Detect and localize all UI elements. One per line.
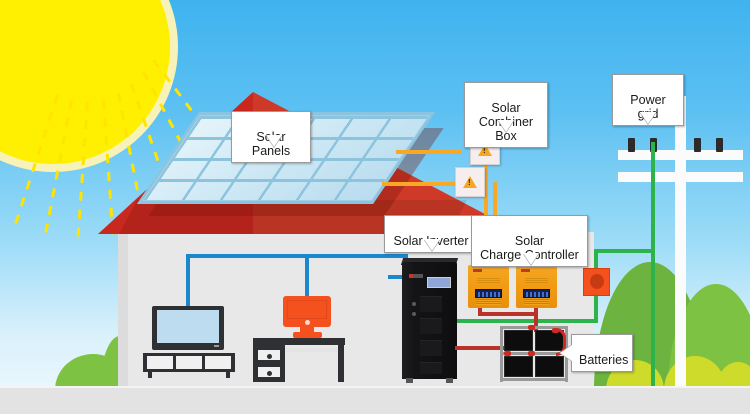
label-solar-combiner-box-text: Solar Combiner Box	[478, 101, 534, 143]
charge-controller-display[interactable]	[523, 289, 550, 298]
charge-controller-vent	[476, 299, 501, 305]
wire-disconnect-down	[594, 249, 598, 271]
wire-dc-cc1-down	[478, 308, 482, 316]
monitor-stand-base	[293, 332, 322, 338]
desk-top	[253, 338, 345, 345]
battery-terminal	[528, 325, 535, 330]
power-pole-mast	[675, 96, 686, 392]
wire-combiner-upper-down	[484, 150, 488, 242]
battery-cell	[504, 356, 533, 377]
inverter-brand-logo	[409, 274, 423, 278]
charge-controller-1[interactable]	[468, 265, 509, 308]
wire-dc-inverter-to-battery	[455, 346, 505, 350]
label-solar-charge-controller-tail	[523, 253, 539, 265]
wire-grid-to-disconnect	[594, 249, 653, 253]
label-solar-combiner-box-tail	[498, 120, 514, 132]
power-pole-crossarm-top	[618, 150, 743, 160]
label-batteries-tail	[560, 345, 572, 361]
wire-panel-to-combiner-lower	[382, 182, 462, 186]
wire-grid-drop	[651, 142, 655, 390]
battery-bank[interactable]	[500, 325, 568, 382]
label-solar-panels-tail	[266, 135, 282, 147]
wire-ac-to-tv	[186, 254, 190, 308]
battery-cell	[535, 356, 564, 377]
label-power-grid-tail	[640, 112, 656, 124]
desk-leg	[338, 345, 344, 382]
tv-stand-leg	[148, 372, 152, 378]
inverter-caster	[446, 378, 453, 383]
label-solar-inverter-tail	[424, 239, 440, 251]
wire-combiner-lower-run	[493, 182, 497, 186]
ground	[0, 388, 750, 414]
charge-controller-brand	[521, 269, 530, 272]
television-screen	[157, 310, 219, 343]
tv-stand-leg	[226, 372, 230, 378]
charge-controller-display[interactable]	[475, 289, 502, 298]
label-solar-panels[interactable]: Solar Panels	[231, 111, 311, 163]
computer-monitor-screen	[287, 300, 327, 319]
label-batteries-text: Batteries	[579, 353, 629, 367]
inverter-indicator	[412, 312, 416, 316]
monitor-indicator-icon	[305, 320, 310, 325]
battery-terminal	[528, 351, 535, 356]
monitor-stand-neck	[300, 327, 314, 333]
inverter-indicator	[412, 302, 416, 306]
house-wall-shadow	[118, 232, 128, 388]
charge-controller-vent	[524, 299, 549, 305]
battery-cell	[504, 330, 533, 351]
desk-drawer[interactable]	[257, 366, 281, 378]
television-led-icon	[214, 345, 219, 347]
battery-rack-bottom-bar	[500, 378, 568, 381]
inverter-caster	[406, 378, 413, 383]
tv-stand-shelves	[147, 356, 231, 369]
wire-combiner-lower-drop	[493, 182, 497, 242]
wire-disconnect-to-inverter-run	[455, 319, 598, 323]
ac-disconnect-switch[interactable]	[583, 268, 610, 296]
battery-terminal	[504, 351, 511, 356]
power-pole-crossarm-bottom	[618, 172, 743, 182]
inverter-vent	[420, 318, 442, 334]
wire-panel-to-combiner-upper	[396, 150, 462, 154]
wire-ac-to-monitor	[305, 254, 309, 298]
wire-disconnect-to-inverter-drop	[594, 292, 598, 322]
label-batteries[interactable]: Batteries	[571, 334, 633, 372]
insulator-icon	[628, 138, 635, 152]
inverter-vent	[420, 340, 442, 356]
charge-controller-2[interactable]	[516, 265, 557, 308]
battery-rack-leg	[500, 326, 503, 382]
label-solar-combiner-box[interactable]: Solar Combiner Box	[464, 82, 548, 148]
wire-dc-controllers-bus	[478, 312, 538, 316]
insulator-icon	[716, 138, 723, 152]
insulator-icon	[694, 138, 701, 152]
desk-drawer[interactable]	[257, 349, 281, 361]
charge-controller-faceplate	[477, 278, 500, 283]
desk-shelf	[285, 348, 343, 352]
wire-ac-to-inverter-elbow	[388, 275, 408, 279]
inverter-vent	[420, 362, 442, 374]
wire-ac-main-run	[186, 254, 408, 258]
inverter-display[interactable]	[427, 277, 451, 288]
charge-controller-brand	[473, 269, 482, 272]
charge-controller-faceplate	[525, 278, 548, 283]
combiner-box-lower[interactable]	[455, 167, 485, 197]
ground-edge	[0, 386, 750, 389]
inverter-vent	[420, 296, 442, 312]
wire-dc-to-battery-drop	[534, 312, 538, 332]
warning-triangle-icon	[463, 176, 477, 188]
disconnect-knob-icon	[590, 274, 604, 289]
